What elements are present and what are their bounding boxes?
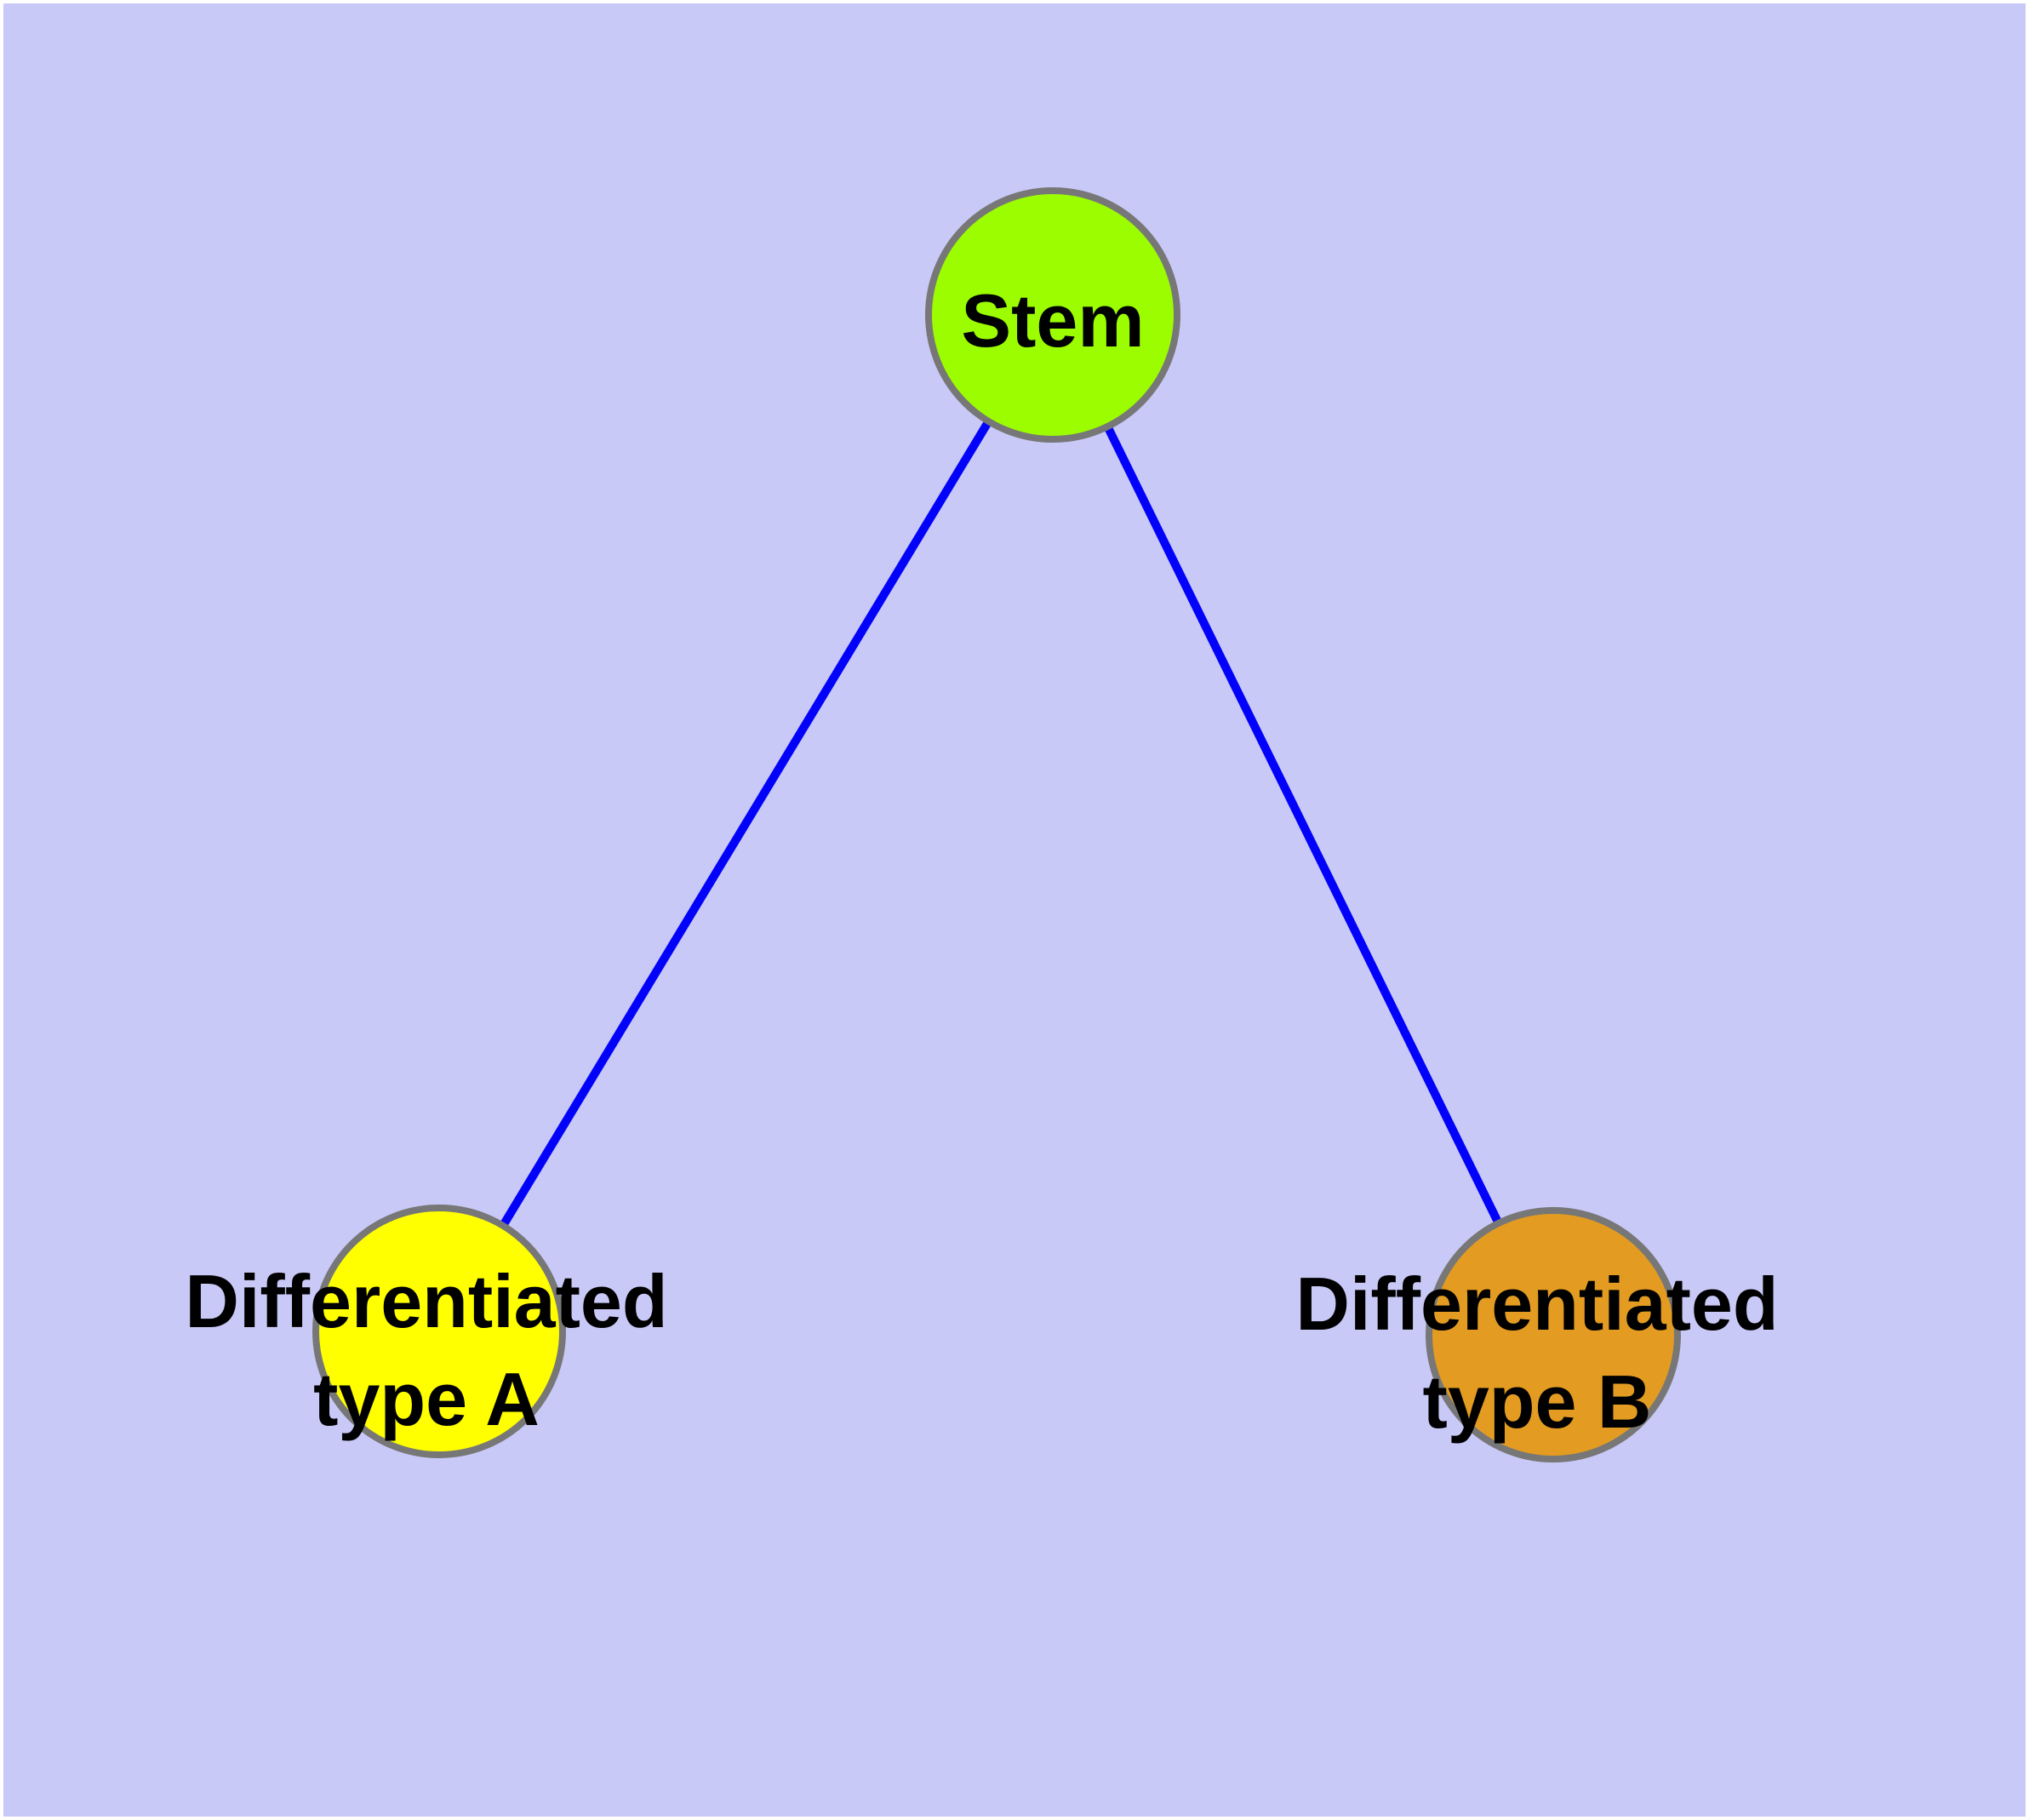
type-a-label-line2: type A <box>313 1357 540 1441</box>
differentiated-type-b-node <box>1426 1207 1681 1462</box>
differentiated-type-b-label: Differentiated type B <box>1295 1262 1778 1444</box>
edge-stem-to-type-b <box>1049 312 1557 1337</box>
stem-node-label: Stem <box>961 278 1144 363</box>
type-b-label-line2: type B <box>1423 1359 1652 1444</box>
edge-stem-to-type-a <box>435 312 1057 1334</box>
differentiated-type-a-label: Differentiated type A <box>185 1259 667 1441</box>
type-b-label-line1: Differentiated <box>1295 1262 1778 1346</box>
stem-node <box>925 187 1180 443</box>
type-a-label-line1: Differentiated <box>185 1259 667 1343</box>
differentiated-type-a-node <box>312 1205 566 1458</box>
